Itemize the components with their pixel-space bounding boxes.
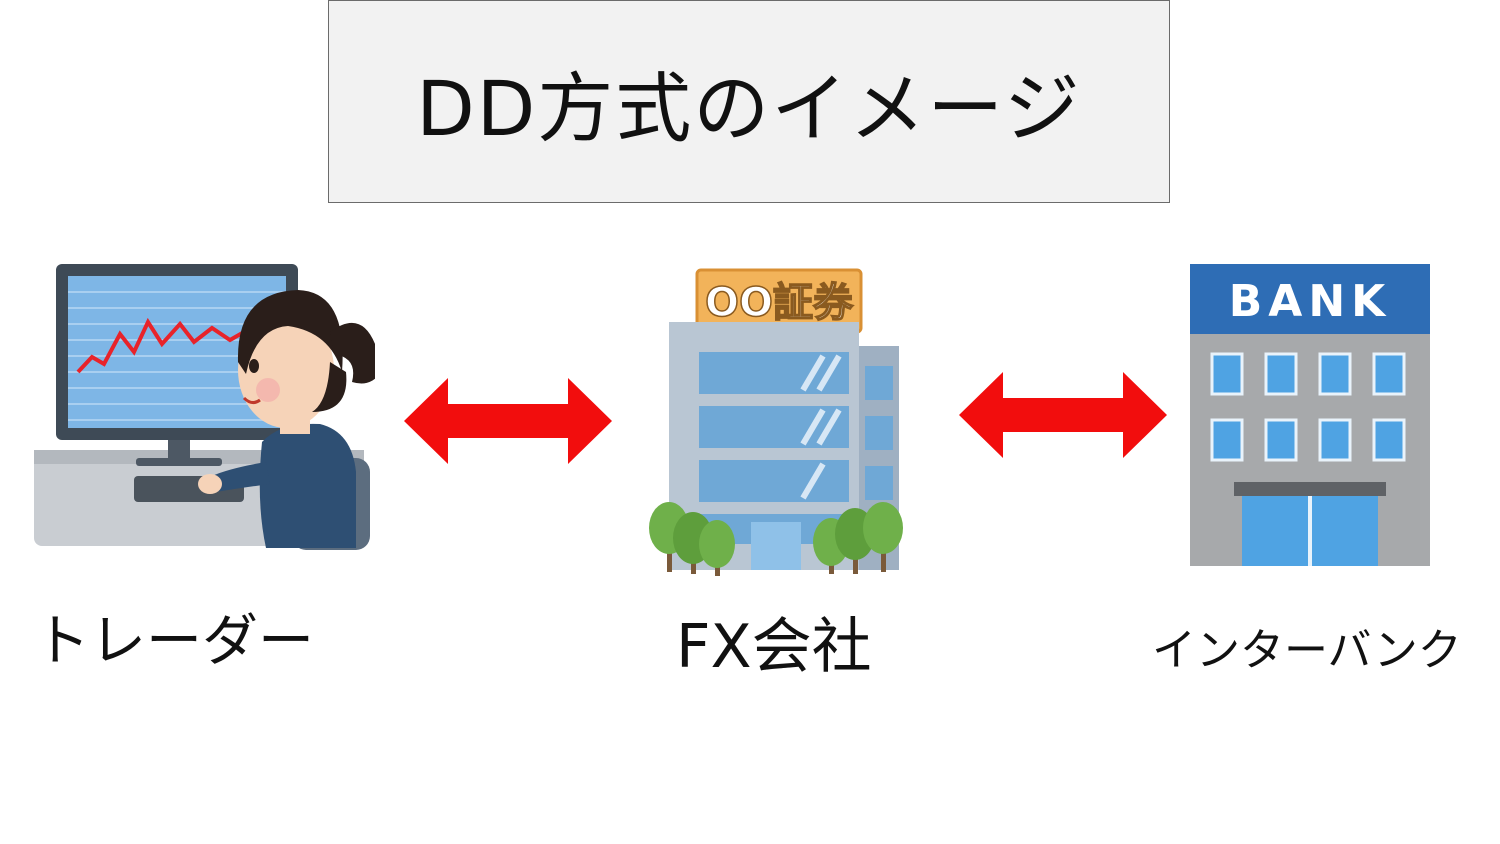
interbank-label: インターバンク (1152, 625, 1462, 676)
trader-label: トレーダー (34, 609, 314, 674)
svg-text:BANK: BANK (1229, 276, 1392, 327)
title-box: DD方式のイメージ (328, 0, 1170, 203)
double-arrow-icon (404, 378, 612, 464)
double-arrow-icon (959, 372, 1167, 458)
trader-at-monitor-icon (34, 264, 375, 550)
fx-company-label: FX会社 (676, 612, 872, 682)
diagram-title: DD方式のイメージ (416, 63, 1082, 153)
office-building-icon: OO証券 (649, 268, 903, 576)
bank-building-icon: BANK (1190, 264, 1430, 566)
svg-text:OO証券: OO証券 (705, 280, 854, 326)
